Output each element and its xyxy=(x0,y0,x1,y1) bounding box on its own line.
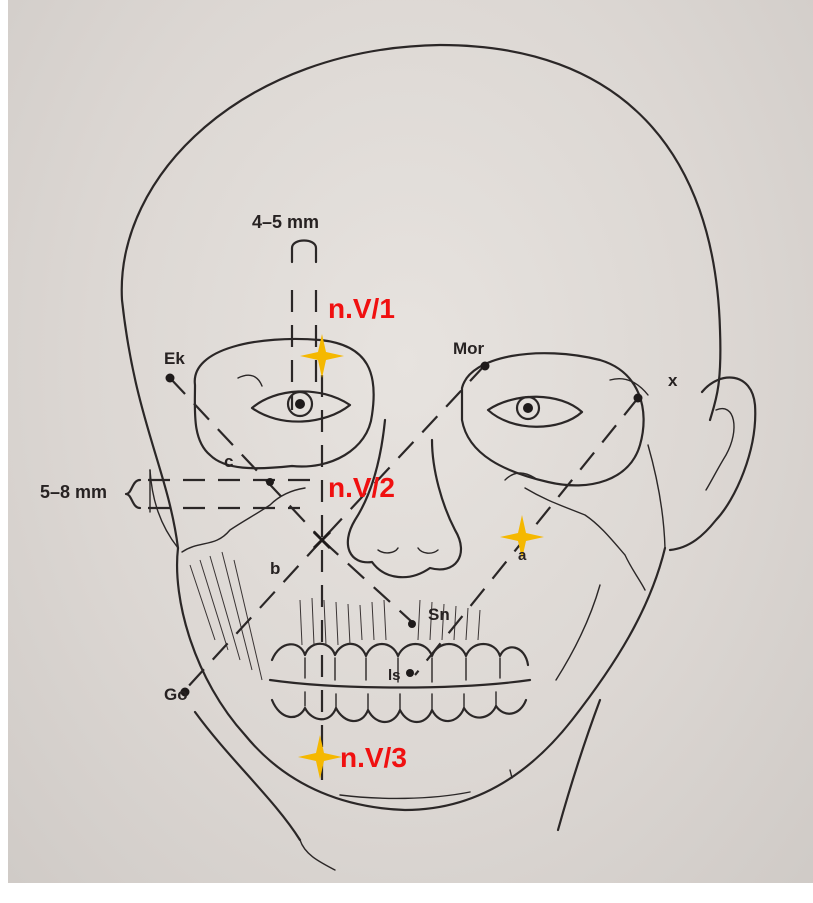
star-marker-v1 xyxy=(300,334,344,378)
go-label: Go xyxy=(164,686,188,703)
jaw-outline xyxy=(177,548,665,810)
right-orbit-outline xyxy=(462,353,644,485)
dashed-b-diagonal xyxy=(185,540,322,690)
neck-right xyxy=(558,700,600,830)
dashed-sn-diagonal xyxy=(322,540,412,622)
upper-teeth-row xyxy=(272,644,528,665)
left-jaw-hatching xyxy=(190,552,262,680)
star-marker-v3 xyxy=(298,735,342,779)
side-measurement-bracket xyxy=(126,480,140,508)
right-eye xyxy=(488,397,582,427)
nerve-label-v1: n.V/1 xyxy=(328,295,395,323)
side-measurement-label: 5–8 mm xyxy=(40,483,107,501)
c-label: c xyxy=(224,453,233,470)
right-cheek-incision xyxy=(525,488,645,590)
head-outline xyxy=(122,45,721,548)
top-measurement-bracket xyxy=(292,241,316,263)
nerve-label-v3: n.V/3 xyxy=(340,744,407,772)
x-point xyxy=(634,394,643,403)
mor-label: Mor xyxy=(453,340,484,357)
neck-left xyxy=(195,712,300,840)
dashed-mor-diagonal xyxy=(322,365,485,540)
top-measurement-label: 4–5 mm xyxy=(252,213,319,231)
ek-label: Ek xyxy=(164,350,185,367)
a-label: a xyxy=(518,548,526,563)
mor-point xyxy=(481,362,490,371)
sn-label: Sn xyxy=(428,606,450,623)
nerve-label-v2: n.V/2 xyxy=(328,474,395,502)
sn-point xyxy=(408,620,416,628)
x-label: x xyxy=(668,372,677,389)
b-label: b xyxy=(270,560,280,577)
chin-crease xyxy=(340,792,470,798)
left-cheek-incision xyxy=(182,488,305,552)
ek-point xyxy=(166,374,175,383)
ls-label: ls xyxy=(388,668,401,683)
right-ear xyxy=(670,377,755,550)
c-point xyxy=(266,478,274,486)
lower-teeth-row xyxy=(272,700,526,722)
lip-hatching xyxy=(360,600,480,640)
ls-point xyxy=(406,669,414,677)
